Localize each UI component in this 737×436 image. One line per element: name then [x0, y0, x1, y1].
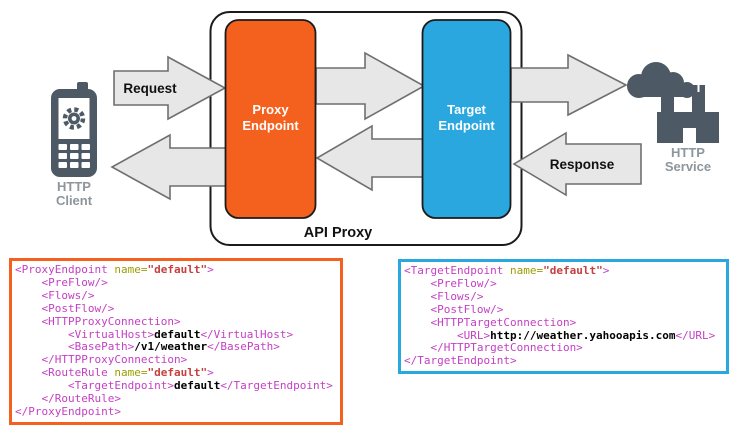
xml-code-line: <Flows/>	[404, 289, 484, 303]
http-service-icon	[627, 62, 719, 143]
factory-door	[683, 128, 696, 143]
http-client-label-line2: Client	[56, 193, 93, 208]
xml-code-line: <RouteRule name="default">	[15, 366, 214, 380]
proxy-endpoint-xml-block: <ProxyEndpoint name="default"> <PreFlow/…	[9, 258, 343, 425]
target-endpoint-label-line2: Endpoint	[438, 118, 495, 133]
request-arrow	[113, 55, 227, 121]
xml-code-line: <HTTPProxyConnection>	[15, 314, 181, 328]
xml-code-line: <ProxyEndpoint name="default">	[15, 263, 214, 276]
response-arrow	[512, 131, 642, 197]
return-to-client-arrow	[110, 133, 229, 201]
target-endpoint-label-line1: Target	[447, 102, 486, 117]
proxy-endpoint-label-line1: Proxy	[252, 102, 289, 117]
proxy-endpoint-box: Proxy Endpoint	[224, 19, 317, 219]
proxy-to-target-arrow	[315, 51, 426, 121]
flow-arrows	[110, 51, 642, 201]
proxy-endpoint-rect	[224, 19, 317, 219]
xml-code-line: </TargetEndpoint>	[404, 354, 517, 368]
xml-code-line: <PreFlow/>	[404, 276, 497, 290]
xml-code-line: <HTTPTargetConnection>	[404, 315, 577, 329]
flow-diagram: Request Response Proxy Endpoint Target E…	[51, 11, 719, 246]
factory-icon	[657, 85, 719, 143]
xml-code-line: </RouteRule>	[15, 392, 121, 406]
target-to-service-arrow	[510, 53, 628, 117]
http-client-label-line1: HTTP	[57, 179, 91, 194]
xml-code-line: </ProxyEndpoint>	[15, 404, 121, 418]
xml-code-line: <VirtualHost>default</VirtualHost>	[15, 327, 294, 341]
xml-code-line: <PostFlow/>	[404, 302, 504, 316]
phone-keypad	[58, 144, 90, 168]
http-client-icon	[51, 82, 97, 177]
target-to-proxy-arrow	[315, 124, 425, 192]
api-proxy-caption: API Proxy	[304, 225, 373, 241]
request-arrow-label: Request	[123, 81, 177, 96]
response-arrow-label: Response	[550, 157, 615, 172]
xml-code-line: <BasePath>/v1/weather</BasePath>	[15, 340, 280, 354]
xml-code-line: <PreFlow/>	[15, 275, 108, 289]
xml-code-line: <URL>http://weather.yahooapis.com</URL>	[404, 328, 716, 342]
xml-code-line: <Flows/>	[15, 288, 95, 302]
xml-code-line: </HTTPProxyConnection>	[15, 353, 188, 367]
xml-code-line: <TargetEndpoint>default</TargetEndpoint>	[15, 379, 333, 393]
xml-code-line: <PostFlow/>	[15, 301, 115, 315]
http-service-label-line1: HTTP	[671, 145, 705, 160]
target-endpoint-xml-block: <TargetEndpoint name="default"> <PreFlow…	[398, 259, 729, 375]
xml-code-line: </HTTPTargetConnection>	[404, 341, 583, 355]
http-service-label-line2: Service	[665, 159, 711, 174]
proxy-endpoint-label-line2: Endpoint	[242, 118, 299, 133]
target-endpoint-rect	[421, 19, 512, 219]
gear-icon	[62, 107, 86, 130]
xml-code-line: <TargetEndpoint name="default">	[404, 264, 610, 277]
target-endpoint-box: Target Endpoint	[421, 19, 512, 219]
